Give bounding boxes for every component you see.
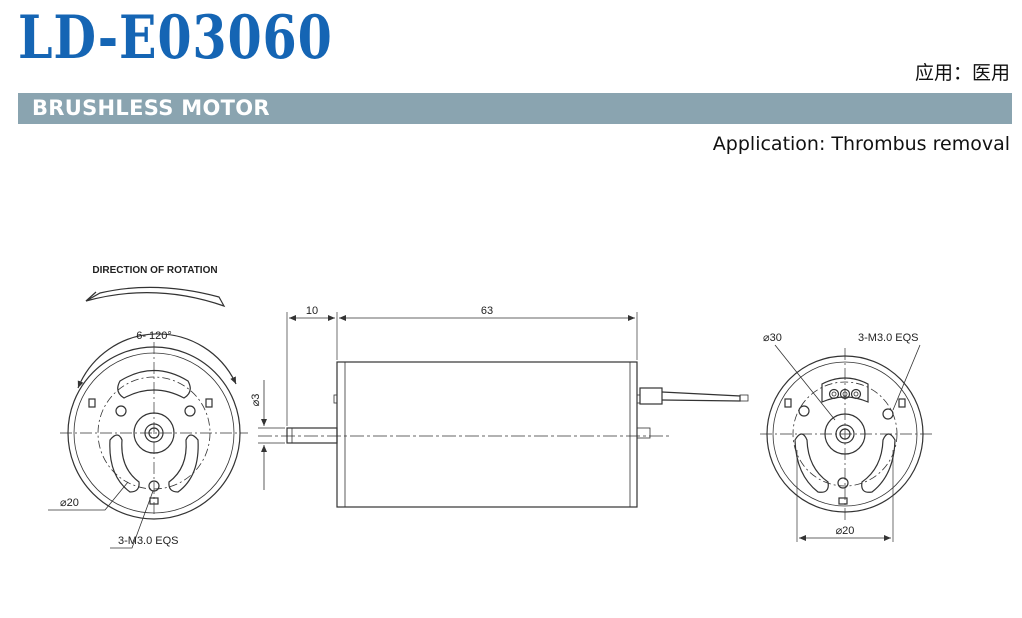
application-english: Application: Thrombus removal bbox=[712, 133, 1010, 155]
angle-arc bbox=[77, 333, 237, 389]
rear-view bbox=[760, 344, 932, 542]
model-title: LD-E03060 bbox=[18, 3, 333, 73]
product-banner: BRUSHLESS MOTOR bbox=[18, 93, 1012, 124]
rotation-arrow-icon bbox=[85, 286, 226, 308]
shaft-length-label: 10 bbox=[306, 305, 318, 317]
front-holes-label: 3-M3.0 EQS bbox=[118, 535, 179, 547]
side-view bbox=[258, 312, 749, 508]
front-view: DIRECTION OF ROTATION 6- 120° bbox=[48, 265, 248, 549]
body-length-label: 63 bbox=[481, 305, 493, 317]
shaft-diameter-label: ⌀3 bbox=[250, 394, 262, 407]
rear-holes-label: 3-M3.0 EQS bbox=[858, 332, 919, 344]
angle-label: 6- 120° bbox=[136, 330, 172, 342]
banner-text: BRUSHLESS MOTOR bbox=[32, 96, 270, 120]
rear-outer-diameter-label: ⌀30 bbox=[763, 332, 782, 344]
rotation-label: DIRECTION OF ROTATION bbox=[92, 265, 217, 276]
rear-pcd-label: ⌀20 bbox=[836, 525, 855, 537]
front-diameter-label: ⌀20 bbox=[60, 497, 79, 509]
application-chinese: 应用：医用 bbox=[914, 62, 1010, 84]
